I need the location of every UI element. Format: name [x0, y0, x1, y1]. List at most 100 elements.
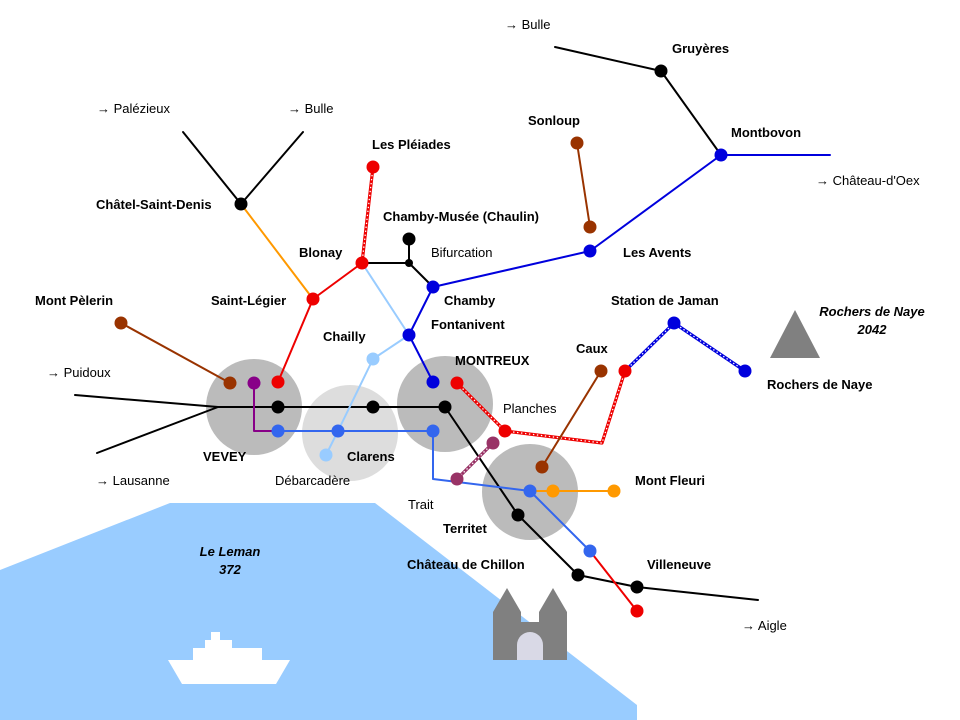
clarens-black-stop — [366, 400, 380, 414]
label-blonay: Blonay — [299, 245, 343, 260]
label-chamby: Chamby — [444, 293, 496, 308]
chatel-saint-legier-line — [240, 203, 314, 300]
label-montreux-hub: MONTREUX — [455, 353, 530, 368]
label-bifurcation: Bifurcation — [431, 245, 492, 260]
label-planches: Planches — [503, 401, 557, 416]
caux-red-stop — [618, 364, 632, 378]
vevey-purple-line — [253, 382, 279, 432]
destination-palezieux: → Palézieux — [97, 101, 170, 116]
maroon-lower-stop — [450, 472, 464, 486]
label-territet: Territet — [443, 521, 487, 536]
label-montbovon: Montbovon — [731, 125, 801, 140]
label-vevey-hub: VEVEY — [203, 449, 247, 464]
mountain-icon — [770, 310, 820, 358]
montreux-red-stop — [450, 376, 464, 390]
destination-chateau-doex: → Château-d'Oex — [816, 173, 920, 188]
bifurcation-stop — [405, 259, 413, 267]
label-trait: Trait — [408, 497, 434, 512]
mont-pelerin-stop — [114, 316, 128, 330]
chailly-stop — [366, 352, 380, 366]
mont-fleuri-stop — [607, 484, 621, 498]
les-pleiades-stop — [366, 160, 380, 174]
territet-blue-stop — [523, 484, 537, 498]
villeneuve-red-line — [589, 550, 638, 612]
label-gruyeres: Gruyères — [672, 41, 729, 56]
maroon-rack-dots — [456, 442, 494, 480]
vevey-blue-stop — [271, 424, 285, 438]
label-les-pleiades: Les Pléiades — [372, 137, 451, 152]
gruyeres-stop — [654, 64, 668, 78]
chateau-de-chillon-stop — [571, 568, 585, 582]
destination-lausanne: → Lausanne — [96, 473, 170, 488]
lake-altitude: 372 — [219, 562, 241, 577]
puidoux-line — [74, 394, 219, 408]
planches-stop — [498, 424, 512, 438]
label-les-avents: Les Avents — [623, 245, 691, 260]
maroon-upper-stop — [486, 436, 500, 450]
sonloup-line — [576, 142, 591, 228]
destination-puidoux: → Puidoux — [47, 365, 111, 380]
les-avents-brown-stop — [583, 220, 597, 234]
palezieux-line — [182, 131, 242, 205]
destination-aigle: → Aigle — [742, 618, 787, 633]
label-chamby-musee: Chamby-Musée (Chaulin) — [383, 209, 539, 224]
montreux-montbovon-line — [408, 154, 831, 383]
debarcadere-stop — [319, 448, 333, 462]
pleiades-rack-dots — [361, 166, 374, 264]
label-chateau-de-chillon: Château de Chillon — [407, 557, 525, 572]
boat-icon — [168, 632, 290, 684]
chamby-musee-stop — [402, 232, 416, 246]
bulle-west-line — [240, 131, 304, 205]
labels: → Bulle → Palézieux → Bulle → Château-d'… — [35, 17, 925, 633]
montreux-dark-blue-stop — [426, 375, 440, 389]
destination-bulle-north: → Bulle — [505, 17, 551, 32]
montreux-caux-rack-dots — [456, 370, 626, 444]
lake — [0, 503, 637, 720]
label-chatel-saint-denis: Châtel-Saint-Denis — [96, 197, 212, 212]
territet-black-stop — [511, 508, 525, 522]
label-saint-legier: Saint-Légier — [211, 293, 286, 308]
villeneuve-black-stop — [630, 580, 644, 594]
vevey-territet-blue-line — [277, 430, 591, 552]
montbovon-stop — [714, 148, 728, 162]
vevey-black-stop — [271, 400, 285, 414]
villeneuve-red-stop — [630, 604, 644, 618]
rochers-de-naye-stop — [738, 364, 752, 378]
label-villeneuve: Villeneuve — [647, 557, 711, 572]
clarens-blue-stop — [331, 424, 345, 438]
station-de-jaman-stop — [667, 316, 681, 330]
vevey-purple-stop — [247, 376, 261, 390]
chamby-stop — [426, 280, 440, 294]
destination-bulle-west: → Bulle — [288, 101, 334, 116]
territet-orange-stop — [546, 484, 560, 498]
label-fontanivent: Fontanivent — [431, 317, 505, 332]
territet-brown-stop — [535, 460, 549, 474]
lake-name: Le Leman — [200, 544, 261, 559]
les-avents-stop — [583, 244, 597, 258]
label-sonloup: Sonloup — [528, 113, 580, 128]
vevey-brown-stop — [223, 376, 237, 390]
lines — [74, 46, 831, 612]
sonloup-stop — [570, 136, 584, 150]
montreux-black-stop — [438, 400, 452, 414]
label-mont-pelerin: Mont Pèlerin — [35, 293, 113, 308]
castle-gate — [517, 632, 543, 660]
label-caux: Caux — [576, 341, 609, 356]
chatel-saint-denis-stop — [234, 197, 248, 211]
fontanivent-stop — [402, 328, 416, 342]
label-clarens-hub: Clarens — [347, 449, 395, 464]
castle-icon — [493, 588, 567, 660]
stops — [114, 64, 752, 618]
summit-altitude: 2042 — [857, 322, 888, 337]
label-rochers-de-naye: Rochers de Naye — [767, 377, 873, 392]
mont-pelerin-line — [120, 322, 231, 384]
lausanne-line — [96, 406, 219, 454]
clarens-hub-circle — [302, 385, 398, 481]
saint-legier-stop — [306, 292, 320, 306]
castle-silhouette — [493, 588, 567, 660]
caux-brown-stop — [594, 364, 608, 378]
label-station-de-jaman: Station de Jaman — [611, 293, 719, 308]
caux-territet-brown-line — [541, 370, 602, 468]
label-mont-fleuri: Mont Fleuri — [635, 473, 705, 488]
